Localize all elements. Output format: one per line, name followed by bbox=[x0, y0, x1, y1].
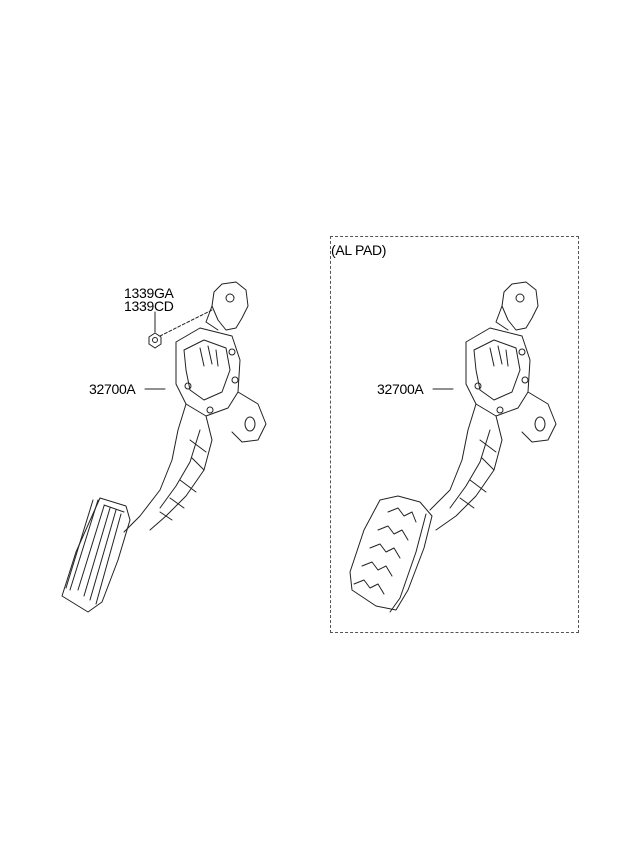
part-number-32700a-left: 32700A bbox=[89, 381, 136, 397]
left-accelerator-pedal bbox=[61, 281, 267, 613]
variant-label-al-pad: (AL PAD) bbox=[331, 242, 387, 258]
al-pad-variant-box bbox=[330, 236, 579, 633]
part-number-1339ga: 1339GA bbox=[124, 285, 174, 301]
part-number-1339cd: 1339CD bbox=[124, 298, 174, 314]
part-number-32700a-right: 32700A bbox=[377, 381, 424, 397]
leader-1339-to-bracket bbox=[159, 309, 213, 337]
right-accelerator-pedal-al-pad bbox=[349, 281, 557, 613]
